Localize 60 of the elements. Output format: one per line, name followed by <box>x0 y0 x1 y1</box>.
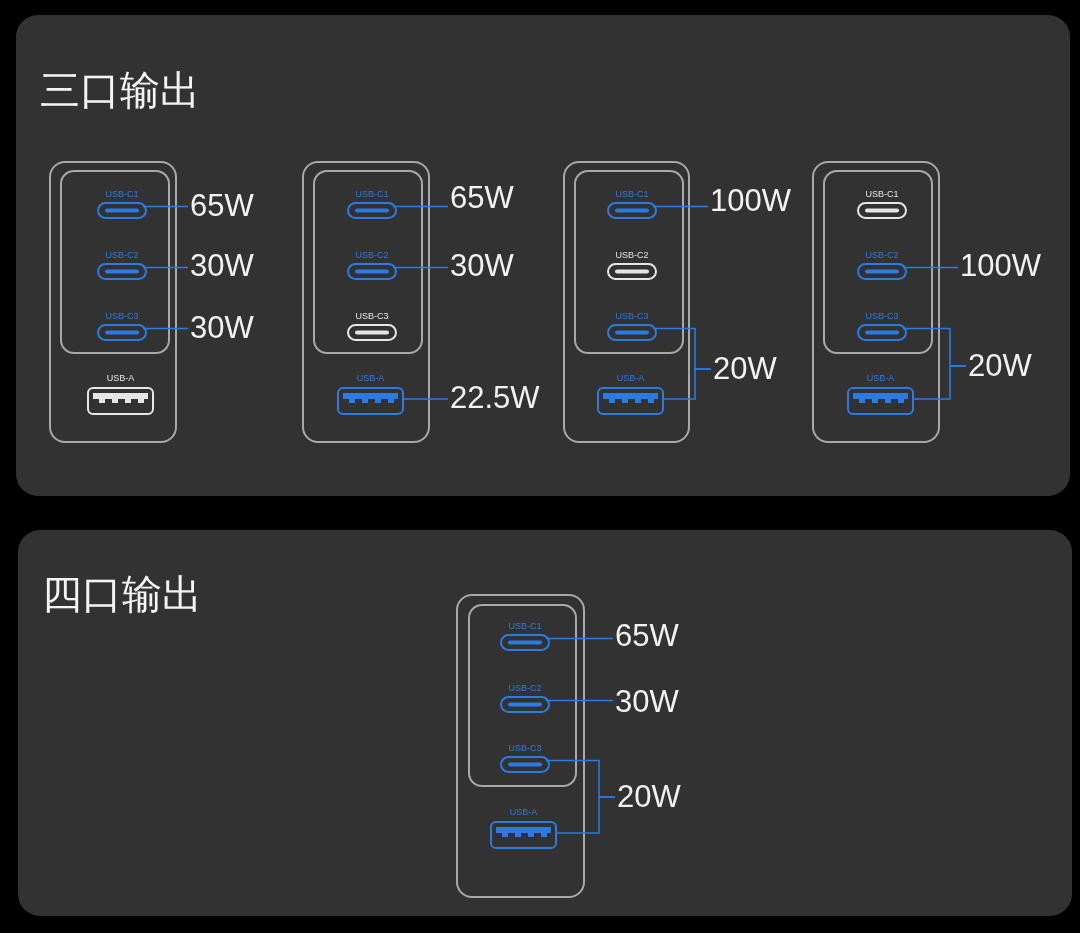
port-label: USB-C2 <box>614 250 650 260</box>
charger-outline <box>302 161 430 443</box>
port-panel <box>60 170 170 354</box>
charger-outline <box>49 161 177 443</box>
port-label: USB-C1 <box>354 189 390 199</box>
wattage-label: 65W <box>615 618 679 654</box>
leader-line <box>554 796 616 834</box>
leader-line <box>652 205 709 208</box>
wattage-label: 65W <box>450 180 514 216</box>
port-label: USB-C2 <box>507 683 543 693</box>
port-label: USB-C3 <box>864 311 900 321</box>
leader-line <box>392 205 449 208</box>
section-panel <box>18 530 1072 916</box>
leader-line <box>142 205 189 208</box>
port-label: USB-A <box>508 807 539 817</box>
port-panel <box>468 604 577 787</box>
port-label: USB-C2 <box>354 250 390 260</box>
port-label: USB-C3 <box>614 311 650 321</box>
port-label: USB-C3 <box>507 743 543 753</box>
port-label: USB-A <box>615 373 646 383</box>
wattage-label: 20W <box>713 351 777 387</box>
charger-outline <box>563 161 690 443</box>
port-panel <box>823 170 933 354</box>
leader-line <box>911 365 967 400</box>
wattage-label: 30W <box>190 310 254 346</box>
port-label: USB-C2 <box>864 250 900 260</box>
wattage-label: 30W <box>615 684 679 720</box>
wattage-label: 65W <box>190 188 254 224</box>
leader-line <box>902 266 959 269</box>
port-label: USB-C1 <box>614 189 650 199</box>
leader-line <box>661 368 712 400</box>
section-title: 四口输出 <box>42 571 202 617</box>
port-label: USB-C1 <box>507 621 543 631</box>
leader-line <box>401 398 449 400</box>
wattage-label: 20W <box>968 348 1032 384</box>
section-title: 三口输出 <box>40 67 200 113</box>
port-label: USB-C3 <box>104 311 140 321</box>
leader-line <box>545 637 614 640</box>
wattage-label: 30W <box>450 248 514 284</box>
port-label: USB-C3 <box>354 311 390 321</box>
port-label: USB-A <box>355 373 386 383</box>
wattage-label: 22.5W <box>450 380 540 416</box>
wattage-label: 20W <box>617 779 681 815</box>
port-label: USB-C1 <box>864 189 900 199</box>
charger-outline <box>812 161 940 443</box>
leader-line <box>142 327 189 330</box>
section-panel <box>16 15 1070 496</box>
leader-line <box>392 266 449 269</box>
port-panel <box>574 170 684 354</box>
port-panel <box>313 170 423 354</box>
wattage-label: 100W <box>960 248 1041 284</box>
leader-line <box>545 699 614 702</box>
port-label: USB-C2 <box>104 250 140 260</box>
wattage-label: 30W <box>190 248 254 284</box>
charger-outline <box>456 594 585 898</box>
leader-line <box>142 266 189 269</box>
wattage-label: 100W <box>710 183 791 219</box>
port-label: USB-C1 <box>104 189 140 199</box>
port-label: USB-A <box>105 373 136 383</box>
port-label: USB-A <box>865 373 896 383</box>
